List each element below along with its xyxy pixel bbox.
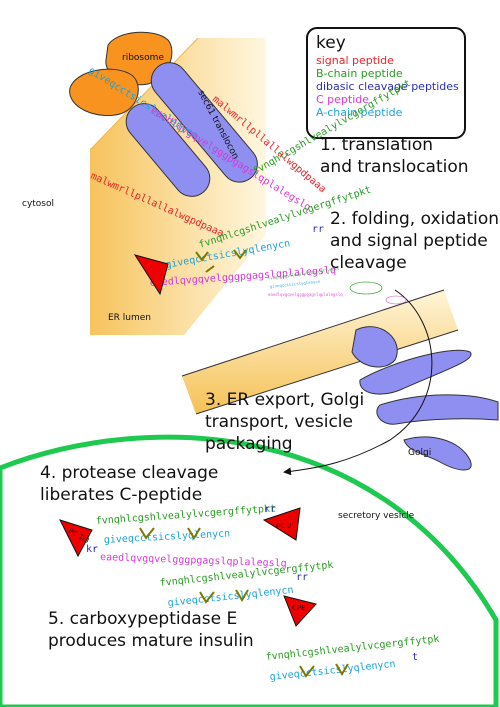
disulfide-bonds xyxy=(299,663,349,678)
mature-insulin: fvnqhlcgshlvealylvcgergffytpk t giveqcct… xyxy=(265,634,440,683)
secretory-vesicle xyxy=(0,434,499,707)
pc13-enzyme xyxy=(59,519,93,558)
key-item-signal-peptide: signal peptide xyxy=(316,54,394,67)
pc2-enzyme xyxy=(262,507,301,541)
dibasic-seq: rr xyxy=(264,504,276,515)
key-item-a-chain: A-chain peptide xyxy=(316,106,403,119)
t-residue: t xyxy=(412,652,418,663)
golgi-label: Golgi xyxy=(408,448,431,458)
step-5-line-1: 5. carboxypeptidase E xyxy=(48,609,237,629)
cpe-label: CPE xyxy=(292,604,306,612)
step-3-line-2: transport, vesicle xyxy=(205,412,353,432)
dibasic-seq: rr xyxy=(312,224,324,235)
disulfide-bonds xyxy=(199,589,249,604)
a-chain-seq: giveqcctsicslyqlenycn xyxy=(270,279,321,289)
step-2-line-2: and signal peptide xyxy=(330,231,488,251)
step-2-line-3: cleavage xyxy=(330,253,407,273)
disulfide-bonds xyxy=(195,249,247,273)
step-3-line-1: 3. ER export, Golgi xyxy=(205,390,364,410)
c-peptide-seq: eaedlqvgqvelgggpgagslqplalegslq xyxy=(268,292,343,297)
a-chain-seq: giveqcctsicslyqlenycn xyxy=(167,585,294,609)
cpe-enzyme xyxy=(283,595,317,627)
step-5-line-2: produces mature insulin xyxy=(48,631,254,651)
key-title: key xyxy=(316,33,346,53)
vesicle-label: secretory vesicle xyxy=(338,511,415,521)
chain-stage-4: fvnqhlcgshlvealylvcgergffytpkt rr giveqc… xyxy=(59,503,301,570)
signal-peptidase xyxy=(133,254,169,296)
a-chain-seq: giveqcctsicslyqlenycn xyxy=(104,528,231,546)
step-2-line-1: 2. folding, oxidation xyxy=(330,209,499,229)
step-3-line-3: packaging xyxy=(205,434,293,454)
golgi xyxy=(351,326,499,471)
cytosol-label: cytosol xyxy=(22,199,54,209)
step-1-line-2: and translocation xyxy=(320,157,469,177)
dibasic-seq: kr xyxy=(86,544,98,555)
pc2-label: PC 2 xyxy=(276,522,292,530)
b-chain-seq: fvnqhlcgshlvealylvcgergffytpkt xyxy=(95,503,276,527)
ribosome xyxy=(69,31,173,116)
sec61-translocon xyxy=(125,62,258,197)
key-item-dibasic: dibasic cleavage peptides xyxy=(316,80,459,93)
er-lumen-label: ER lumen xyxy=(108,313,151,323)
a-chain-seq: giveqcctsicslyqlenycn xyxy=(269,659,396,683)
step-4-line-2: liberates C-peptide xyxy=(40,485,202,505)
key-item-c-peptide: C peptide xyxy=(316,93,369,106)
key-box: key signal peptide B-chain peptide dibas… xyxy=(306,27,466,139)
step-1-line-1: 1. translation xyxy=(320,135,433,155)
step-4-line-1: 4. protease cleavage xyxy=(40,463,218,483)
er-stripe xyxy=(181,289,459,415)
disulfide-bonds xyxy=(139,527,201,540)
key-item-b-chain: B-chain peptide xyxy=(316,67,403,80)
dibasic-seq: rr xyxy=(296,572,308,583)
transport-arrow xyxy=(283,289,433,476)
ribosome-label: ribosome xyxy=(122,53,164,63)
